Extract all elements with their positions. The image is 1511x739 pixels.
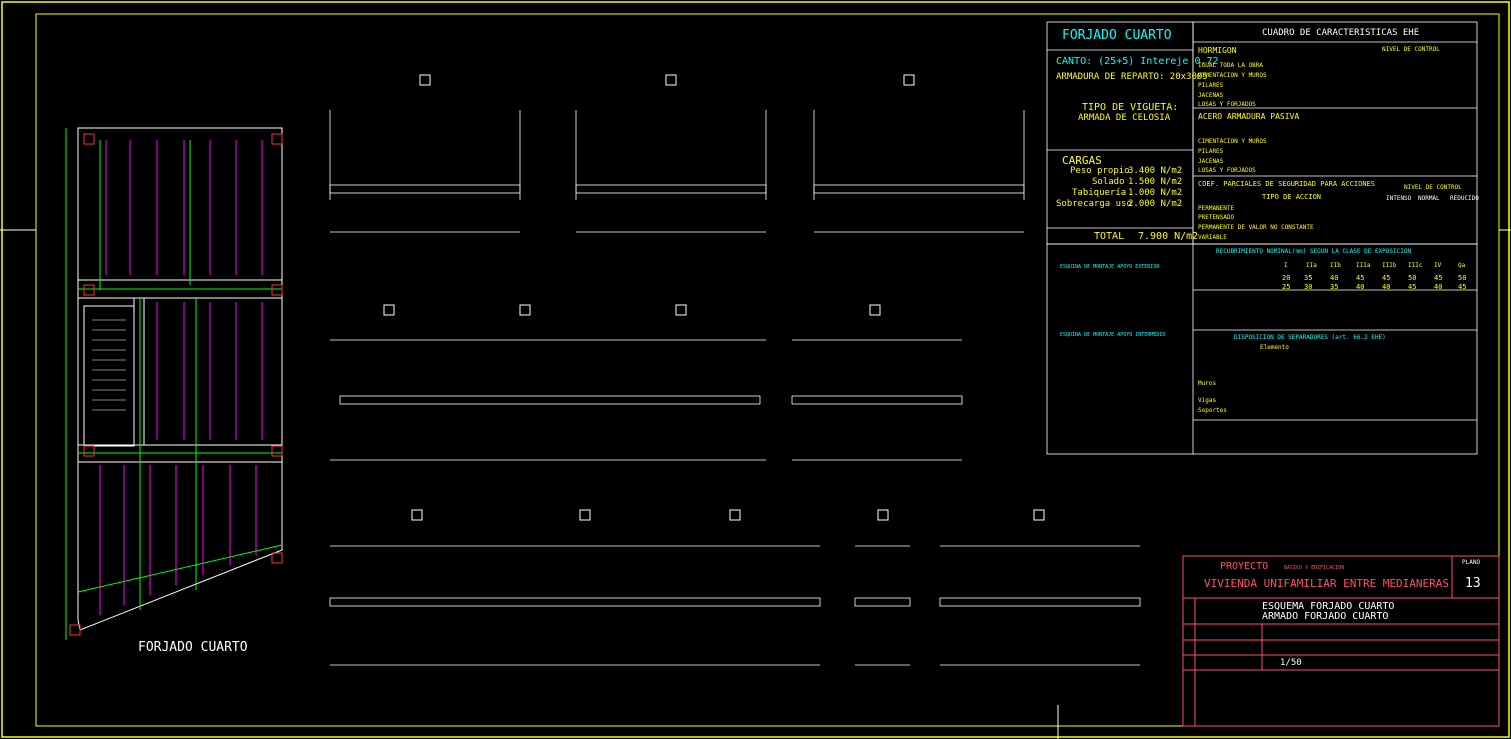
accion-row: PERMANENTE [1198, 205, 1235, 212]
ehe-hormigon-row: CIMENTACION Y MUROS [1198, 72, 1267, 79]
rec-col: IIb [1330, 262, 1341, 269]
nivel-control-2: NIVEL DE CONTROL [1404, 184, 1462, 191]
obra-title: VIVIENDA UNIFAMILIAR ENTRE MEDIANERAS [1204, 577, 1450, 590]
cargas-title: CARGAS [1062, 154, 1102, 167]
desc-line-2: ARMADO FORJADO CUARTO [1262, 611, 1389, 622]
spec-vigueta-2: ARMADA DE CELOSIA [1078, 113, 1171, 123]
accion-row: VARIABLE [1198, 234, 1227, 241]
load-label: Solado [1092, 177, 1125, 187]
detail-label: ESQUINA DE MONTAJE APOYO EXTERIOR [1060, 264, 1160, 270]
tipo-accion: TIPO DE ACCION [1262, 193, 1322, 201]
spec-title: FORJADO CUARTO [1062, 28, 1172, 43]
ehe-hormigon-row: PILARES [1198, 82, 1224, 89]
ehe-title: CUADRO DE CARACTERISTICAS EHE [1262, 28, 1420, 38]
ehe-acero-row: LOSAS Y FORJADOS [1198, 167, 1256, 174]
rec-value: 45 [1434, 274, 1443, 282]
separadores-title: DISPOSICION DE SEPARADORES (art. 66.2 EH… [1234, 334, 1386, 341]
sep-row: Muros [1198, 380, 1217, 387]
total-label: TOTAL [1094, 231, 1125, 242]
rec-value: 35 [1304, 274, 1313, 282]
sep-row: Elemento [1260, 344, 1289, 351]
proyecto-sub: BASICO Y EDIFICACION [1284, 565, 1345, 571]
rec-value: 45 [1356, 274, 1365, 282]
accion-row: PERMANENTE DE VALOR NO CONSTANTE [1198, 224, 1314, 231]
spec-canto: CANTO: (25+5) Intereje 0.72 [1056, 56, 1219, 67]
desc-line-1: ESQUEMA FORJADO CUARTO [1262, 601, 1395, 612]
rec-col: I [1284, 262, 1288, 269]
ehe-nivel-control: NIVEL DE CONTROL [1382, 46, 1440, 53]
rec-value: 45 [1408, 283, 1417, 291]
rec-value: 40 [1330, 274, 1339, 282]
accion-col: NORMAL [1418, 195, 1440, 202]
plano-label: PLANO [1462, 559, 1481, 566]
spec-vigueta-1: TIPO DE VIGUETA: [1082, 102, 1179, 113]
rec-value: 45 [1458, 283, 1467, 291]
ehe-acero-row: PILARES [1198, 148, 1224, 155]
ehe-hormigon-row: JACENAS [1198, 92, 1224, 99]
accion-row: PRETENSADO [1198, 214, 1235, 221]
rec-col: IV [1434, 262, 1442, 269]
total-value: 7.900 N/m2 [1138, 231, 1199, 242]
load-value: 3.400 N/m2 [1128, 166, 1183, 176]
proyecto-label: PROYECTO [1220, 561, 1269, 572]
rec-value: 50 [1458, 274, 1467, 282]
accion-col: INTENSO [1386, 195, 1412, 202]
title-block-lines [1182, 555, 1500, 727]
load-label: Peso propio [1070, 166, 1130, 176]
ehe-toda-obra: IGUAL TODA LA OBRA [1198, 62, 1264, 69]
load-label: Tabiquería [1072, 188, 1127, 198]
rec-value: 50 [1408, 274, 1417, 282]
floor-plan [65, 127, 283, 640]
accion-col: REDUCIDO [1450, 195, 1479, 202]
plano-number: 13 [1465, 576, 1481, 591]
rec-value: 25 [1282, 283, 1291, 291]
load-value: 2.000 N/m2 [1128, 199, 1183, 209]
recubrimiento-title: RECUBRIMIENTO NOMINAL(mm) SEGUN LA CLASE… [1216, 248, 1412, 255]
load-label: Sobrecarga uso [1056, 199, 1132, 209]
sheet-inner-frame [35, 13, 1500, 727]
rec-col: IIIa [1356, 262, 1371, 269]
rec-value: 45 [1382, 274, 1391, 282]
ehe-hormigon: HORMIGON [1198, 46, 1237, 55]
rec-col: IIIc [1408, 262, 1423, 269]
rec-value: 40 [1382, 283, 1391, 291]
column-sections [383, 74, 1045, 521]
spec-armadura: ARMADURA DE REPARTO: 20x30Ø5 [1056, 72, 1208, 82]
rec-value: 35 [1330, 283, 1339, 291]
rec-col: IIa [1306, 262, 1317, 269]
rec-value: 20 [1282, 274, 1291, 282]
rec-col: Qa [1458, 262, 1466, 269]
ehe-acero-row: CIMENTACION Y MUROS [1198, 138, 1267, 145]
load-value: 1.000 N/m2 [1128, 188, 1183, 198]
sep-row: Soportes [1198, 407, 1227, 414]
load-value: 1.500 N/m2 [1128, 177, 1183, 187]
beam-elevations [329, 110, 1141, 666]
rec-value: 40 [1356, 283, 1365, 291]
ehe-hormigon-row: LOSAS Y FORJADOS [1198, 101, 1256, 108]
coef-title: COEF. PARCIALES DE SEGURIDAD PARA ACCION… [1198, 180, 1376, 188]
ehe-acero: ACERO ARMADURA PASIVA [1198, 112, 1300, 121]
escala-value: 1/50 [1280, 658, 1302, 668]
spec-panel-lines [1046, 21, 1478, 455]
rec-value: 30 [1304, 283, 1313, 291]
sep-row: Vigas [1198, 397, 1217, 404]
ehe-acero-row: JACENAS [1198, 158, 1224, 165]
rec-col: IIIb [1382, 262, 1397, 269]
rec-value: 40 [1434, 283, 1443, 291]
plan-title: FORJADO CUARTO [138, 640, 248, 655]
detail-label: ESQUINA DE MONTAJE APOYO INTERMEDIO [1060, 332, 1166, 338]
